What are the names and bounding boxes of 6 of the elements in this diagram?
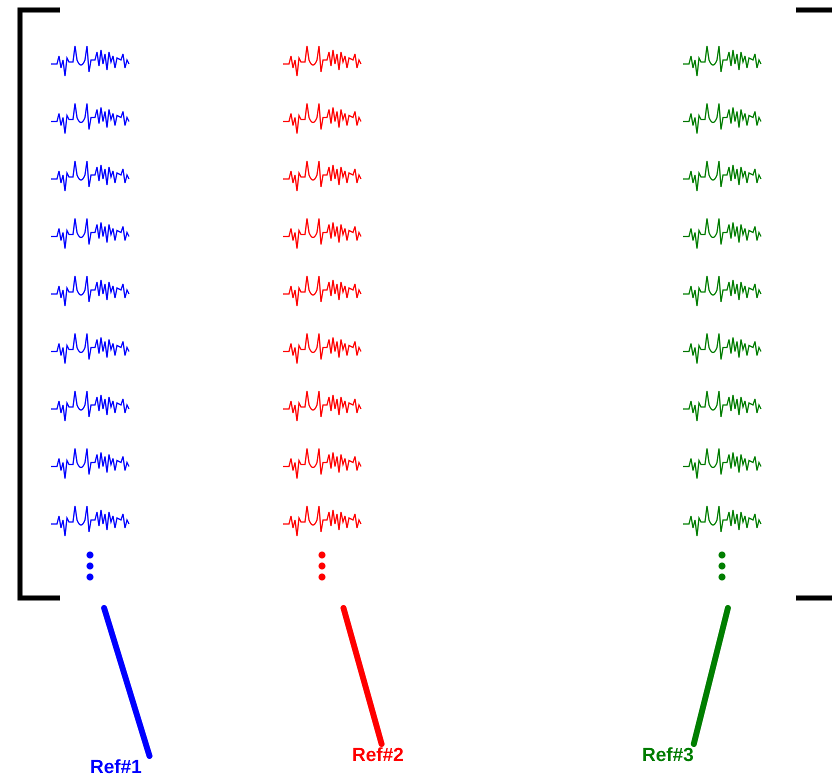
reference-label: Ref#3	[642, 746, 694, 765]
leader-line	[340, 605, 385, 747]
reference-label: Ref#1	[90, 758, 142, 777]
leader-line	[101, 605, 152, 759]
reference-label: Ref#2	[352, 746, 404, 765]
leader-line	[690, 605, 731, 747]
